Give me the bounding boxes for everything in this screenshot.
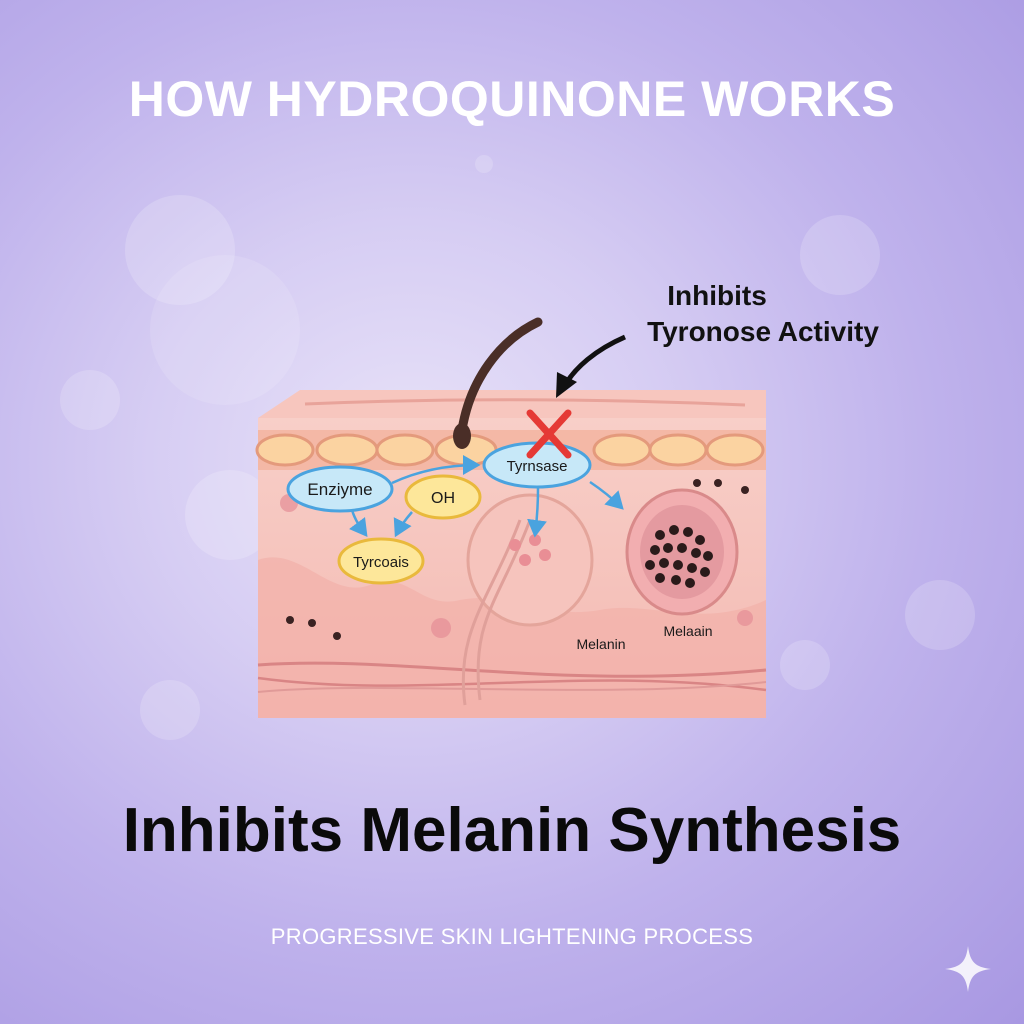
hair-bulb [453, 423, 471, 449]
pigment-dot [714, 479, 722, 487]
melanin-dot [695, 535, 705, 545]
granule [529, 534, 541, 546]
melanin-dot [659, 558, 669, 568]
tyrosinase-label: Tyrnsase [507, 458, 568, 475]
enzyme-label: Enziyme [307, 480, 372, 499]
melanin-dot [691, 548, 701, 558]
cell [594, 435, 650, 465]
sparkle-icon [943, 944, 993, 994]
pigment-dot [333, 632, 341, 640]
cell [377, 435, 433, 465]
melanin-dot [673, 560, 683, 570]
footer-caption: PROGRESSIVE SKIN LIGHTENING PROCESS [0, 924, 1024, 950]
cell [257, 435, 313, 465]
melanin-dot [683, 527, 693, 537]
granule [539, 549, 551, 561]
callout-line2: Tyronose Activity [647, 316, 879, 347]
melanin-dot [700, 567, 710, 577]
melanin-label-left: Melanin [576, 636, 625, 652]
main-heading: Inhibits Melanin Synthesis [0, 795, 1024, 866]
callout-line1: Inhibits [667, 280, 767, 311]
oh-node: OH [406, 476, 480, 518]
melanin-dot [655, 530, 665, 540]
melanin-dot [663, 543, 673, 553]
melanin-dot [687, 563, 697, 573]
blob [737, 610, 753, 626]
callout-arrow [565, 337, 625, 385]
oh-label: OH [431, 490, 455, 507]
granule [509, 539, 521, 551]
pigment-dot [308, 619, 316, 627]
blob [431, 618, 451, 638]
cell [650, 435, 706, 465]
melanin-dot [685, 578, 695, 588]
tyrosine-node: Tyrcoais [339, 539, 423, 583]
enzyme-node: Enziyme [288, 467, 392, 511]
melanin-dot [645, 560, 655, 570]
melanin-label-right: Melaain [663, 623, 712, 639]
melanin-dot [703, 551, 713, 561]
skin-block [257, 390, 766, 718]
cell [317, 435, 377, 465]
melanin-dot [650, 545, 660, 555]
granule [519, 554, 531, 566]
melanin-dot [669, 525, 679, 535]
tyrosine-label: Tyrcoais [353, 554, 409, 571]
pigment-dot [741, 486, 749, 494]
cell [707, 435, 763, 465]
pigment-dot [286, 616, 294, 624]
melanin-dot [671, 575, 681, 585]
pigment-dot [693, 479, 701, 487]
melanin-dot [677, 543, 687, 553]
melanin-dot [655, 573, 665, 583]
